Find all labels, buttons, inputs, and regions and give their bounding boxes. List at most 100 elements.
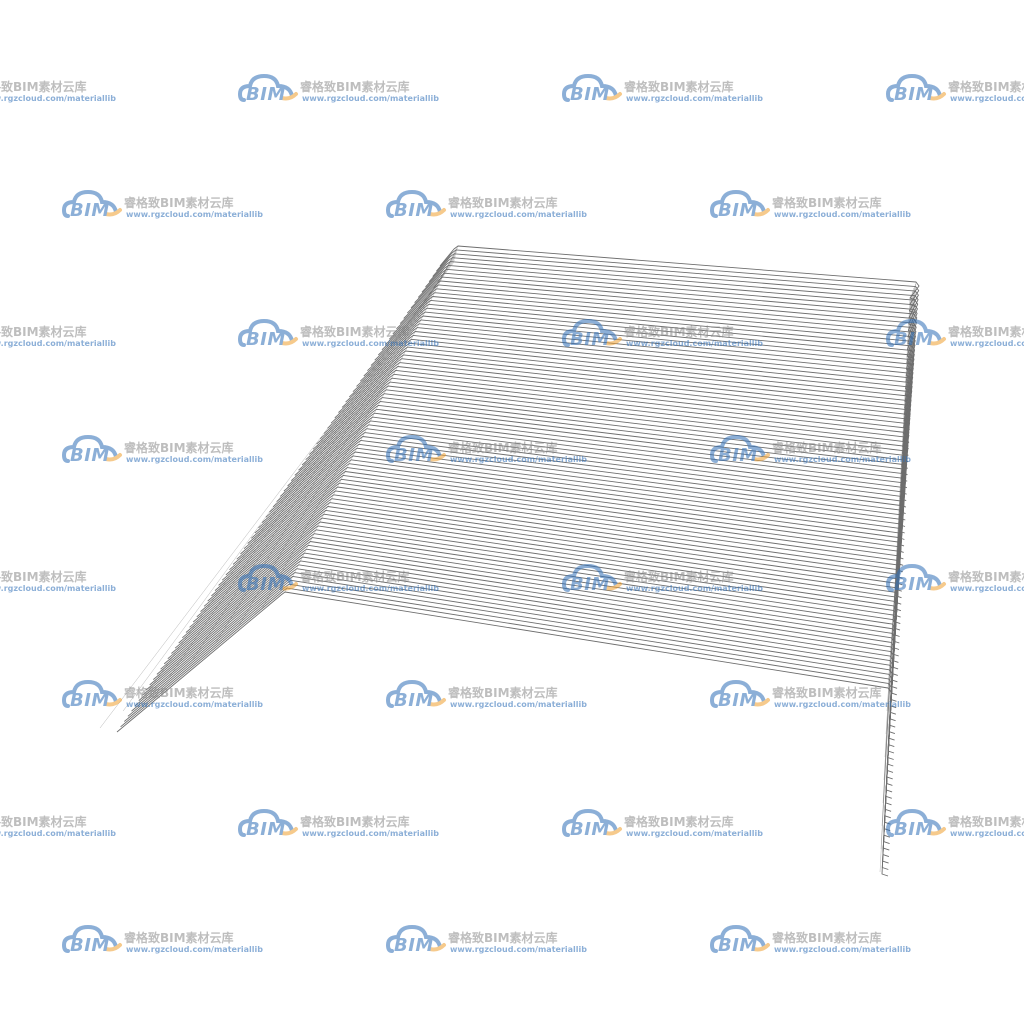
mesh-crosswire	[146, 257, 456, 695]
mesh-crosswire	[169, 255, 456, 678]
mesh-wire	[240, 459, 903, 657]
watermark-title: 睿格致BIM素材云库	[624, 815, 734, 829]
watermark-brand: BIM	[570, 329, 610, 350]
watermark-brand: BIM	[570, 84, 610, 105]
watermark-url: www.rgzcloud.com/materiallib	[950, 829, 1024, 838]
watermark-url: www.rgzcloud.com/materiallib	[950, 339, 1024, 348]
watermark-title: 睿格致BIM素材云库	[448, 686, 558, 700]
watermark-brand: BIM	[718, 200, 758, 221]
watermark-title: 睿格致BIM素材云库	[624, 80, 734, 94]
mesh-crosswire	[99, 261, 455, 729]
watermark-title: 睿格致BIM素材云库	[948, 570, 1024, 584]
watermark-brand: BIM	[894, 329, 934, 350]
watermark-title: 睿格致BIM素材云库	[948, 80, 1024, 94]
watermark-brand: BIM	[718, 690, 758, 711]
watermark-brand: BIM	[394, 445, 434, 466]
watermark-url: www.rgzcloud.com/materiallib	[302, 584, 439, 593]
watermark-url: www.rgzcloud.com/materiallib	[774, 945, 911, 954]
cloud-logo-icon	[886, 563, 946, 592]
watermark-title: 睿格致BIM素材云库	[300, 325, 410, 339]
watermark-title: 睿格致BIM素材云库	[0, 570, 87, 584]
watermark-title: 睿格致BIM素材云库	[948, 815, 1024, 829]
cloud-logo-icon	[386, 924, 446, 953]
watermark-title: 睿格致BIM素材云库	[448, 441, 558, 455]
cloud-logo-icon	[62, 679, 122, 708]
watermark-url: www.rgzcloud.com/materiallib	[126, 945, 263, 954]
cloud-logo-icon	[562, 318, 622, 347]
watermark-url: www.rgzcloud.com/materiallib	[0, 829, 116, 838]
watermark-brand: BIM	[246, 819, 286, 840]
watermark-url: www.rgzcloud.com/materiallib	[626, 339, 763, 348]
mesh-crosswire	[284, 245, 459, 593]
cloud-logo-icon	[386, 679, 446, 708]
watermark-brand: BIM	[70, 200, 110, 221]
cloud-logo-icon	[562, 808, 622, 837]
cloud-logo-icon	[386, 189, 446, 218]
watermark-title: 睿格致BIM素材云库	[948, 325, 1024, 339]
watermark-url: www.rgzcloud.com/materiallib	[450, 700, 587, 709]
watermark-title: 睿格致BIM素材云库	[300, 570, 410, 584]
watermark-title: 睿格致BIM素材云库	[0, 325, 87, 339]
watermark-title: 睿格致BIM素材云库	[124, 686, 234, 700]
watermark-title: 睿格致BIM素材云库	[448, 196, 558, 210]
watermark-brand: BIM	[894, 574, 934, 595]
watermark-brand: BIM	[246, 84, 286, 105]
cloud-logo-icon	[238, 808, 298, 837]
watermark-brand: BIM	[70, 690, 110, 711]
watermark-brand: BIM	[570, 574, 610, 595]
watermark-url: www.rgzcloud.com/materiallib	[774, 455, 911, 464]
watermark-url: www.rgzcloud.com/materiallib	[950, 94, 1024, 103]
watermark-url: www.rgzcloud.com/materiallib	[450, 210, 587, 219]
watermark-title: 睿格致BIM素材云库	[772, 931, 882, 945]
watermark-url: www.rgzcloud.com/materiallib	[774, 210, 911, 219]
watermark-title: 睿格致BIM素材云库	[124, 931, 234, 945]
cloud-logo-icon	[62, 189, 122, 218]
cloud-logo-icon	[886, 73, 946, 102]
watermark-url: www.rgzcloud.com/materiallib	[302, 829, 439, 838]
cloud-logo-icon	[886, 808, 946, 837]
watermark-brand: BIM	[894, 84, 934, 105]
watermark-url: www.rgzcloud.com/materiallib	[126, 700, 263, 709]
watermark-url: www.rgzcloud.com/materiallib	[0, 584, 116, 593]
watermark-logo: BIM睿格致BIM素材云库www.rgzcloud.com/materialli…	[0, 805, 116, 845]
cloud-logo-icon	[238, 563, 298, 592]
cloud-logo-icon	[238, 73, 298, 102]
watermark-url: www.rgzcloud.com/materiallib	[626, 829, 763, 838]
watermark-title: 睿格致BIM素材云库	[0, 815, 87, 829]
watermark-url: www.rgzcloud.com/materiallib	[626, 584, 763, 593]
mesh-crosswire	[261, 247, 458, 610]
mesh-crosswire	[879, 297, 911, 873]
watermark-title: 睿格致BIM素材云库	[624, 570, 734, 584]
watermark-title: 睿格致BIM素材云库	[300, 80, 410, 94]
watermark-url: www.rgzcloud.com/materiallib	[0, 339, 116, 348]
cloud-logo-icon	[710, 434, 770, 463]
cloud-logo-icon	[386, 434, 446, 463]
watermark-title: 睿格致BIM素材云库	[124, 441, 234, 455]
watermark-logo: BIM 睿格致BIM素材云库www.rgzcloud.com/materialli…	[886, 70, 1024, 110]
watermark-url: www.rgzcloud.com/materiallib	[126, 210, 263, 219]
watermark-title: 睿格致BIM素材云库	[124, 196, 234, 210]
watermark-brand: BIM	[394, 200, 434, 221]
watermark-title: 睿格致BIM素材云库	[624, 325, 734, 339]
watermark-brand: BIM	[246, 574, 286, 595]
watermark-url: www.rgzcloud.com/materiallib	[450, 455, 587, 464]
watermark-logo: BIM睿格致BIM素材云库www.rgzcloud.com/materialli…	[886, 560, 1024, 600]
cloud-logo-icon	[562, 73, 622, 102]
watermark-url: www.rgzcloud.com/materiallib	[774, 700, 911, 709]
watermark-title: 睿格致BIM素材云库	[0, 80, 87, 94]
